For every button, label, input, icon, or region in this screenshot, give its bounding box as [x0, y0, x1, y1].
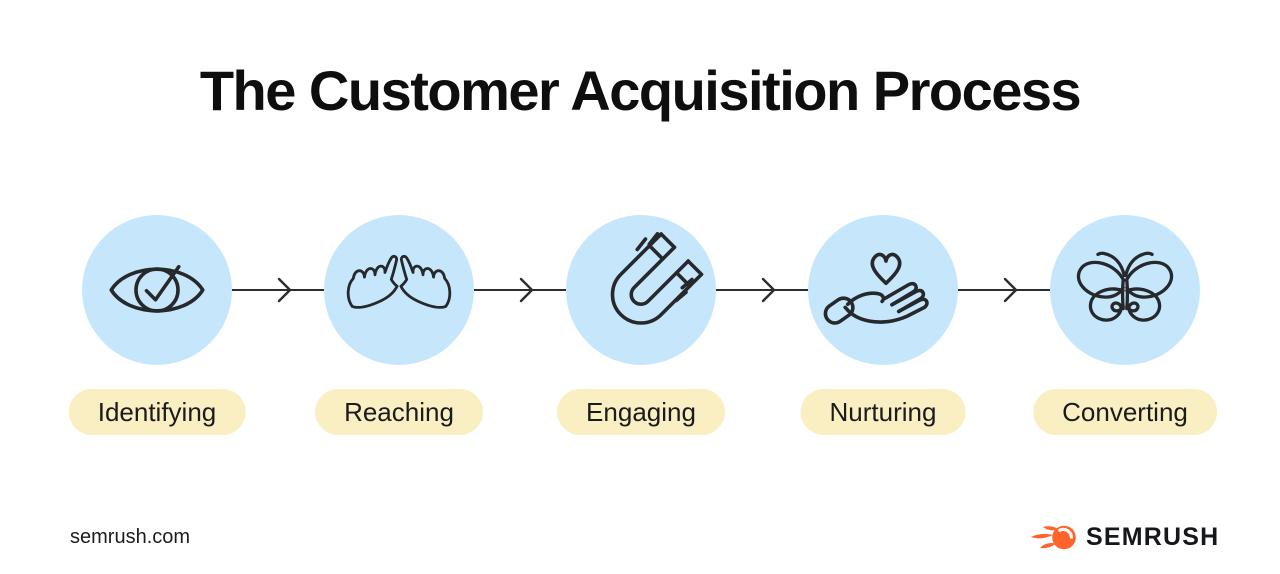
step-circle-nurturing [808, 215, 958, 365]
step-circle-reaching [324, 215, 474, 365]
eye-check-icon [109, 264, 205, 313]
step-label-nurturing: Nurturing [800, 389, 966, 435]
hand-heart-icon [823, 252, 929, 325]
brand-logo-text: SEMRUSH [1086, 523, 1220, 551]
butterfly-icon [1076, 251, 1174, 322]
arrow-right-icon [958, 277, 1050, 303]
page-title: The Customer Acquisition Process [199, 59, 1082, 122]
step-circle-converting [1050, 215, 1200, 365]
website-url: semrush.com [70, 526, 191, 548]
step-label-reaching: Reaching [315, 389, 483, 435]
semrush-flame-icon [1031, 525, 1076, 550]
pointing-hands-icon [346, 254, 452, 309]
step-circle-identifying [82, 215, 232, 365]
step-circle-engaging [566, 215, 716, 365]
arrow-right-icon [232, 277, 324, 303]
magnet-icon [610, 231, 704, 325]
arrow-right-icon [474, 277, 566, 303]
brand-logo: SEMRUSH [1031, 522, 1219, 553]
step-label-engaging: Engaging [557, 389, 725, 435]
step-label-identifying: Identifying [68, 389, 246, 435]
step-label-converting: Converting [1033, 389, 1217, 435]
arrow-right-icon [716, 277, 808, 303]
